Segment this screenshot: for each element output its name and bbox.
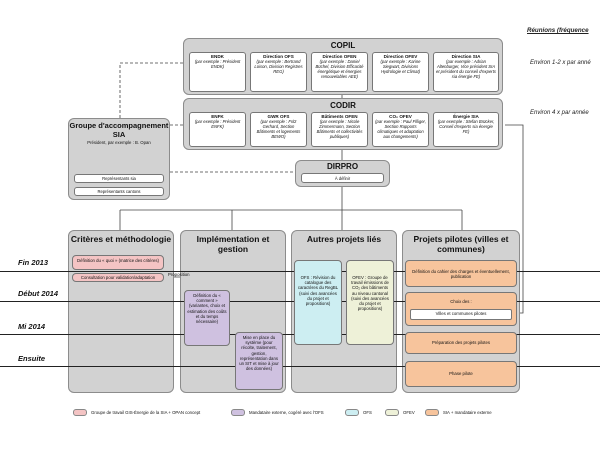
codir-box-energie: Énergie SIA(par exemple : Stefan Brücker… [433,112,499,147]
copil-box-body: (par exemple : Bertrand Loison, Division… [254,59,303,74]
item-cahier-charges: Définition du cahier des charges et éven… [405,260,517,287]
row-label-ensuite: Ensuite [18,354,46,363]
codir-box-body: (par exemple : Fritz Gerhard, Section Bâ… [256,119,301,139]
reunions-header: Réunions (fréquence [527,27,589,34]
legend-swatch-cyan [345,409,359,416]
copil-box-sia: Direction SIA(par exemple : Adrian Alten… [433,52,499,92]
codir-box-title: ENFK [211,114,224,119]
choix-label: Choix des : [450,299,472,304]
row-label-fin-2013: Fin 2013 [18,258,49,267]
copil-box-body: (par exemple : Président ENDK) [194,59,241,69]
copil-box-title: Direction SIA [451,54,481,59]
legend-label-sia-mandataire: SIA + mandataire externe [443,410,492,415]
dirpro-item: À définir [301,173,384,183]
villes-communes-pilotes: Villes et communes pilotes [410,309,512,320]
item-ofs-revision: OFS : Révision du catalogue des caractèr… [294,260,342,345]
proposition-label: Proposition [168,272,190,277]
copil-box-title: Direction OFEN [322,54,357,59]
copil-box-title: ENDK [210,54,225,59]
copil-box-ofs: Direction OFS(par exemple : Bertrand Loi… [250,52,307,92]
legend-swatch-lavender [231,409,245,416]
item-preparation: Préparation des projets pilotes [405,332,517,354]
legend-swatch-olive [385,409,399,416]
copil-box-body: (par exemple : Daniel Büchel, Division E… [315,59,364,79]
item-phase-pilote: Phase pilote [405,361,517,387]
copil-box-ofen: Direction OFEN(par exemple : Daniel Büch… [311,52,368,92]
copil-box-title: Direction OFEV [383,54,418,59]
item-consultation: Consultation pour validation/adaptation [72,273,164,282]
groupe-accompagnement-panel: Groupe d'accompagnement SIA Président, p… [68,118,170,200]
groupe-item-cantons: Représentants cantons [74,187,164,196]
villes-codir-connector [505,124,524,314]
legend-label-ofs: OFS [363,410,372,415]
legend-label-ofev: OFEV [403,410,415,415]
codir-box-title: Bâtiments OFEN [321,114,358,119]
groupe-item-sia: Représentants sia [74,174,164,183]
copil-box-ofev: Direction OFEV(par exemple : Karine Sieg… [372,52,429,92]
legend-swatch-orange [425,409,439,416]
codir-box-batiments: Bâtiments OFEN(par exemple : Nicole Zimm… [311,112,368,147]
codir-box-gwr: GWR OFS(par exemple : Fritz Gerhard, Sec… [250,112,307,147]
item-mise-en-place: Mise en place du système (pour récolte, … [235,332,283,390]
legend-label-groupe-travail: Groupe de travail GIS-Énergie de la SIA … [91,410,201,415]
dirpro-panel: DIRPRO À définir [295,160,390,187]
copil-box-body: (par exemple : Adrian Altenburger, Vice … [436,59,496,79]
codir-panel: CODIR ENFK(par exemple : Président ENFK)… [183,98,503,150]
column-title: Implémentation et gestion [196,234,270,254]
codir-box-body: (par exemple : Stefan Brücker, Conseil d… [437,119,495,134]
item-ofev-groupe: OFEV : Groupe de travail émissions de CO… [346,260,394,345]
codir-box-enfk: ENFK(par exemple : Président ENFK) [189,112,246,147]
codir-box-body: (par exemple : Paul Filliger, Section Ra… [375,119,426,139]
column-title: Autres projets liés [306,234,382,244]
row-label-debut-2014: Début 2014 [18,289,59,298]
legend-swatch-pink [73,409,87,416]
frequency-codir: Environ 4 x par année [530,110,589,116]
copil-panel: COPIL ENDK(par exemple : Président ENDK)… [183,38,503,95]
copil-box-endk: ENDK(par exemple : Président ENDK) [189,52,246,92]
groupe-title: Groupe d'accompagnement SIA [69,121,169,139]
copil-groupe-dashed-connector [119,62,183,118]
column-title: Projets pilotes (villes et communes) [413,234,509,254]
dirpro-title: DIRPRO [326,162,359,171]
codir-box-co2: CO₂ OFEV(par exemple : Paul Filliger, Se… [372,112,429,147]
column-title: Critères et méthodologie [70,234,172,244]
row-label-mi-2014: Mi 2014 [18,322,46,331]
copil-title: COPIL [330,41,356,50]
row-line-ensuite [0,366,600,367]
item-definition-comment: Définition du « comment » (variantes, ch… [184,290,230,346]
frequency-copil: Environ 1-2 x par anné [530,60,591,66]
copil-box-title: Direction OFS [263,54,294,59]
codir-box-title: GWR OFS [267,114,290,119]
item-definition-quoi: Définition du « quoi » (matrice des crit… [72,255,164,270]
item-choix-villes: Choix des : Villes et communes pilotes [405,292,517,326]
codir-title: CODIR [330,101,356,110]
copil-box-body: (par exemple : Karine Siegwart, Division… [380,59,421,74]
codir-box-title: Énergie SIA [453,114,479,119]
codir-box-body: (par exemple : Président ENFK) [194,119,241,129]
groupe-subtitle: Président, par exemple : B. Opan [87,140,151,145]
codir-box-body: (par exemple : Nicole Zimmermann, Sectio… [316,119,363,139]
codir-box-title: CO₂ OFEV [389,114,412,119]
legend-label-mandataire: Mandataire externe, cogéré avec l'OFS [249,410,324,415]
